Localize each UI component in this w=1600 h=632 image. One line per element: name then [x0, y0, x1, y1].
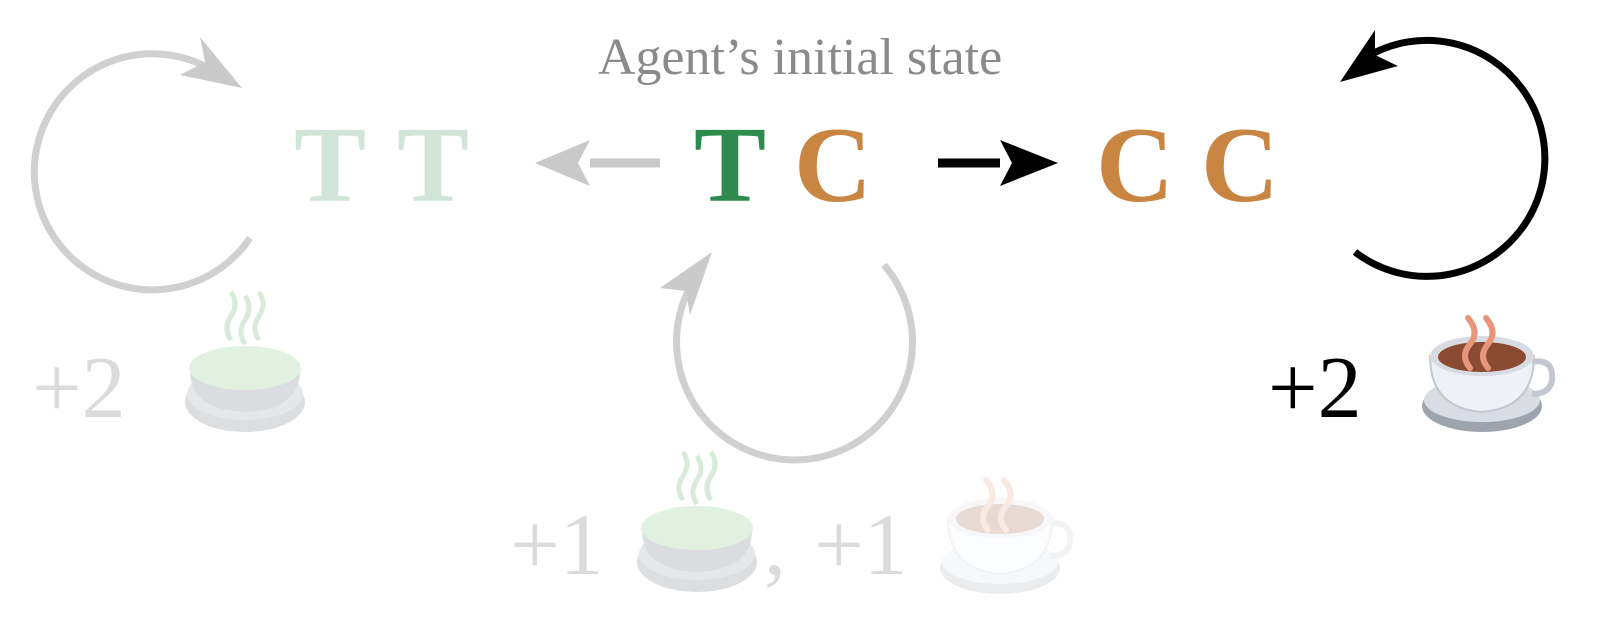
reward-tc-text-2: +1 — [814, 497, 908, 594]
tea-cup-icon — [637, 450, 757, 592]
reward-cc-text: +2 — [1268, 340, 1362, 437]
diagram-title: Agent’s initial state — [598, 29, 1002, 86]
state-tc: T C — [694, 106, 872, 225]
state-tt-letter-2: T — [397, 106, 469, 225]
self-loop-tt — [30, 37, 253, 294]
state-cc-letter-1: C — [1096, 106, 1174, 225]
coffee-cup-icon — [940, 477, 1074, 594]
arrow-tc-to-cc — [938, 140, 1058, 186]
state-tc-letter-t: T — [694, 106, 766, 225]
self-loop-tc — [660, 252, 916, 464]
state-tt: T T — [294, 106, 469, 225]
reward-tc: +1 , +1 — [510, 450, 908, 594]
reward-tt: +2 — [32, 290, 305, 437]
state-tc-letter-c: C — [794, 106, 872, 225]
state-cc: C C — [1096, 106, 1279, 225]
state-cc-letter-2: C — [1201, 106, 1279, 225]
tea-cup-icon — [185, 290, 305, 432]
state-tt-letter-1: T — [294, 106, 366, 225]
reward-separator: , — [764, 497, 786, 594]
coffee-cup-icon — [1422, 315, 1556, 432]
self-loop-cc — [1340, 30, 1549, 280]
reward-tc-text-1: +1 — [510, 497, 604, 594]
reward-cc: +2 — [1268, 315, 1556, 437]
reward-tt-text: +2 — [32, 340, 126, 437]
arrow-tc-to-tt — [535, 140, 660, 186]
